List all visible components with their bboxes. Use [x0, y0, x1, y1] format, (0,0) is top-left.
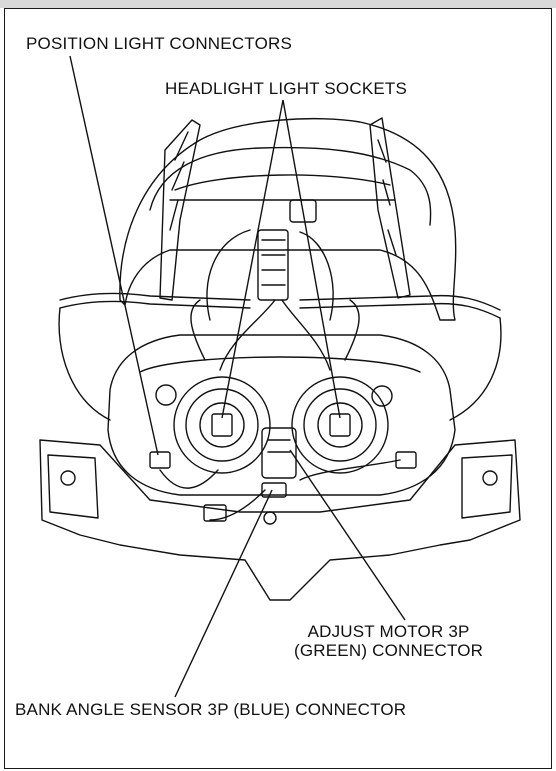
- leader-adjust-motor: [289, 449, 406, 621]
- label-adjust-motor-line1: ADJUST MOTOR 3P: [307, 622, 470, 641]
- leader-headlight-left: [221, 99, 284, 419]
- diagram-frame: [4, 8, 552, 769]
- adjust-motor: [261, 427, 297, 479]
- label-bank-angle-sensor-connector: BANK ANGLE SENSOR 3P (BLUE) CONNECTOR: [15, 700, 407, 719]
- position-light-connector-left: [149, 451, 171, 469]
- label-adjust-motor-connector: ADJUST MOTOR 3P (GREEN) CONNECTOR: [294, 622, 483, 660]
- right-mount-bracket: [369, 117, 411, 299]
- right-headlight: [291, 376, 389, 474]
- headlight-housing: [107, 334, 456, 496]
- left-mount-bracket: [159, 119, 201, 301]
- position-light-connector-right: [395, 451, 417, 469]
- center-relay: [257, 229, 289, 301]
- wiring-harness-left: [190, 229, 251, 361]
- left-headlight-socket: [211, 413, 233, 437]
- right-headlight-socket: [329, 413, 351, 437]
- label-position-light-connectors: POSITION LIGHT CONNECTORS: [26, 34, 293, 53]
- leader-bank-angle: [174, 489, 273, 698]
- page-top-strip: [0, 0, 556, 8]
- leader-position-light: [69, 55, 159, 456]
- lower-cowl: [39, 439, 521, 601]
- leader-headlight-right: [282, 99, 341, 419]
- label-headlight-light-sockets: HEADLIGHT LIGHT SOCKETS: [165, 79, 408, 98]
- label-adjust-motor-line2: (GREEN) CONNECTOR: [294, 641, 484, 660]
- bank-angle-connector: [261, 482, 287, 498]
- frame-tube-right: [299, 294, 501, 311]
- frame-tube-left: [59, 292, 251, 301]
- wiring-harness-right: [299, 231, 360, 361]
- left-headlight: [173, 376, 271, 474]
- upper-fairing-outline: [119, 117, 457, 321]
